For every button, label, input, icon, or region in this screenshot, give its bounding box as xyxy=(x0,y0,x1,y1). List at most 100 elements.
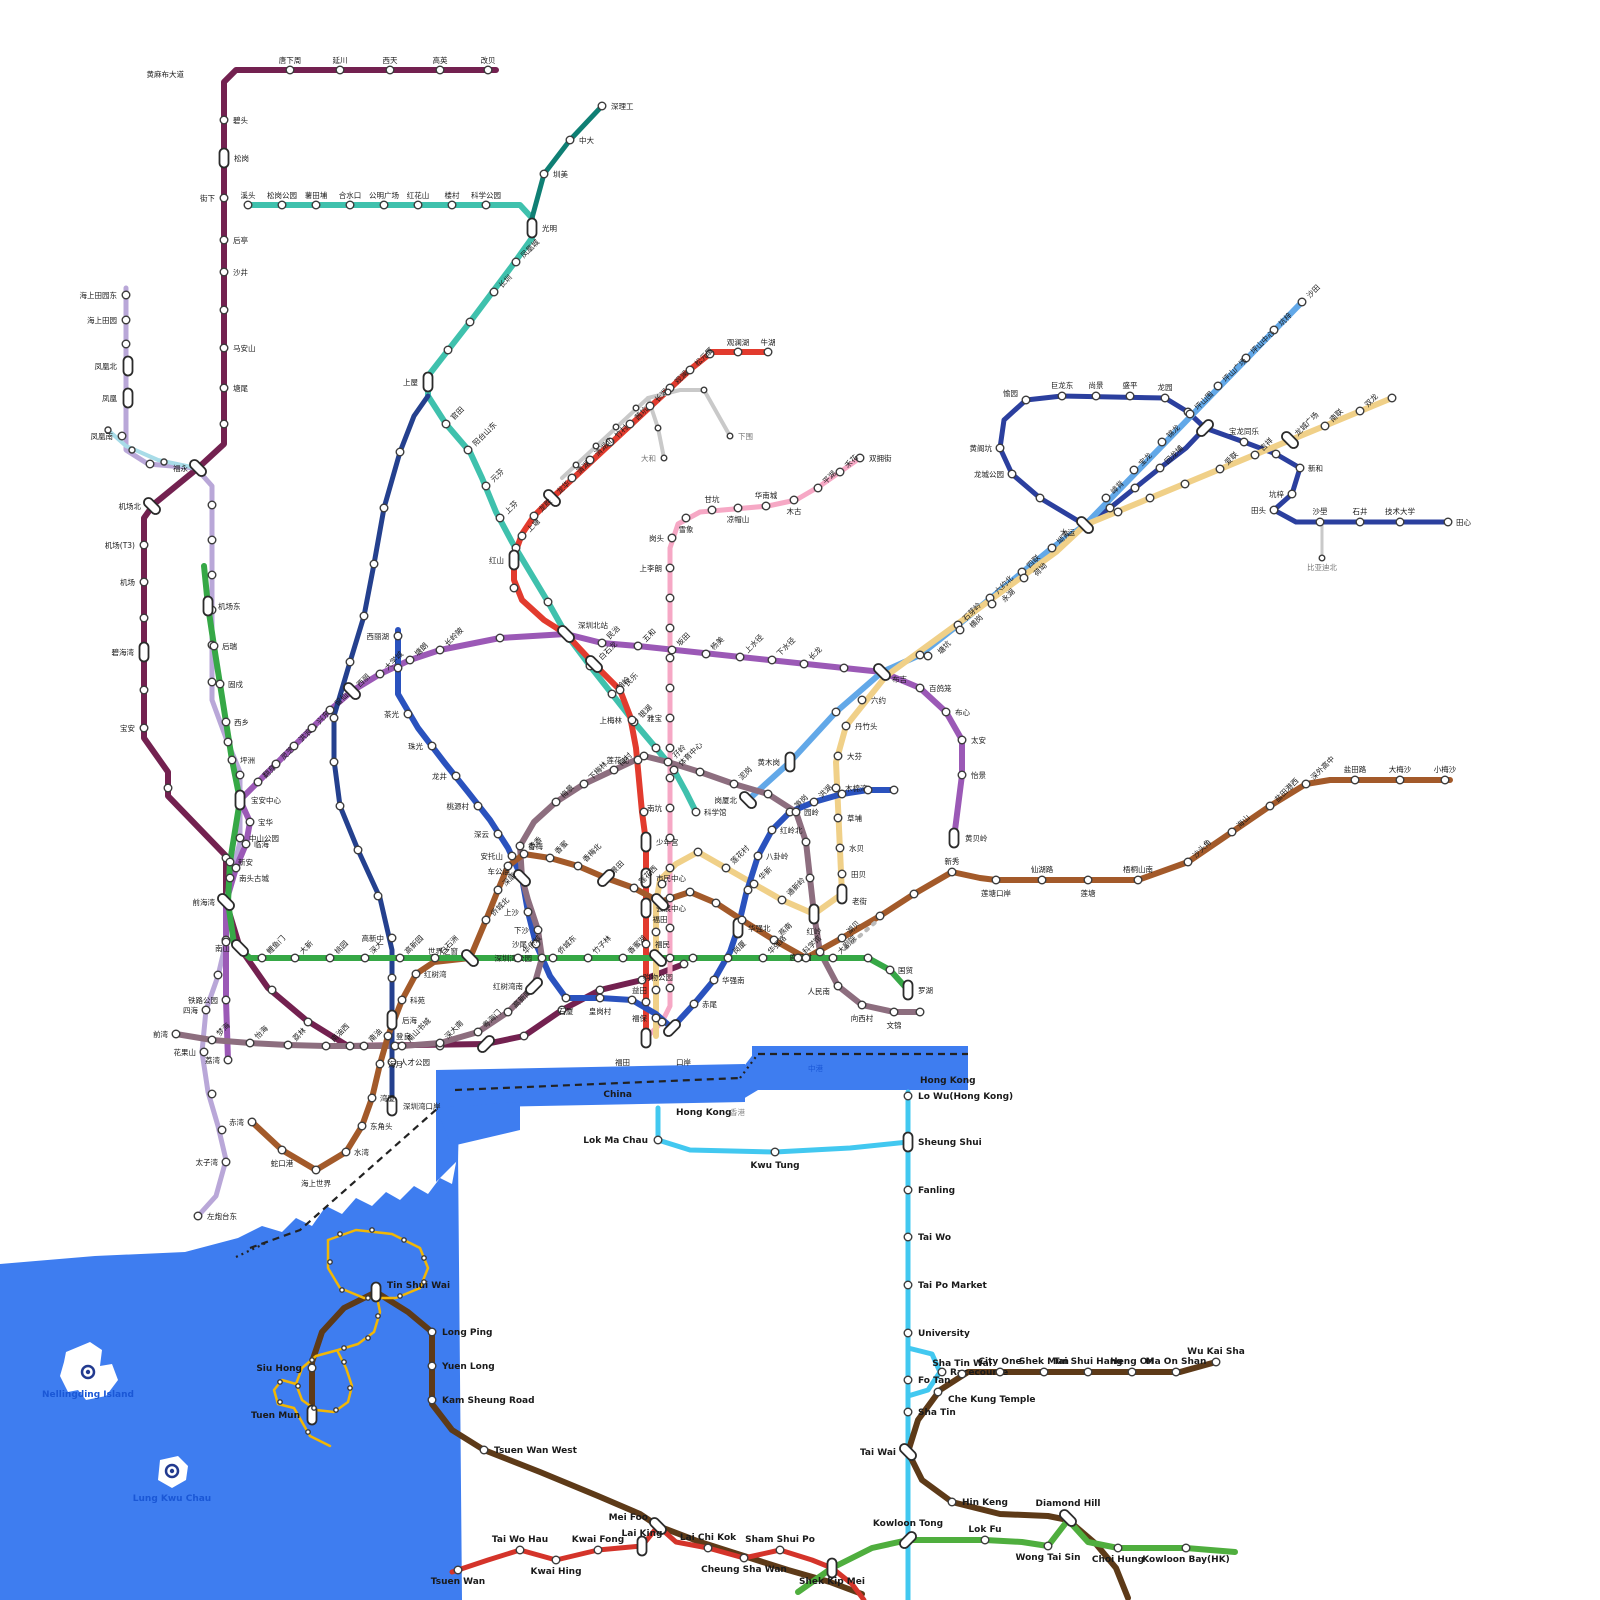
station-label: 石井 xyxy=(1353,506,1369,516)
station-西乡 xyxy=(221,717,231,727)
station-label: 塘尾 xyxy=(233,383,248,393)
station-label: 福保 xyxy=(632,1014,647,1023)
station-坪山中心 xyxy=(1241,353,1251,363)
station-label: 唐下周 xyxy=(279,55,302,65)
station-大芬 xyxy=(833,751,843,761)
station-龙胜 xyxy=(529,511,539,521)
station-label: 百鸽笼 xyxy=(929,683,952,693)
interchange-station-深圳湾口岸 xyxy=(386,1095,398,1117)
station xyxy=(639,751,649,761)
station-label: 龙井 xyxy=(432,771,447,781)
interchange-station-福永 xyxy=(189,459,207,477)
station-label: Sham Shui Po xyxy=(745,1535,815,1545)
station-label: 公明广场 xyxy=(369,190,399,200)
station xyxy=(695,767,705,777)
station-官田 xyxy=(441,419,451,429)
station xyxy=(1113,507,1123,517)
station-泥岗 xyxy=(729,779,739,789)
station-下围 xyxy=(726,432,734,440)
station xyxy=(397,1293,403,1299)
station-回龙埔 xyxy=(1155,463,1165,473)
station-label: 鲤鱼门 xyxy=(264,933,287,956)
station-园岭 xyxy=(791,807,801,817)
station-label: 市民中心 xyxy=(656,873,686,883)
station-label: Kowloon Tong xyxy=(873,1519,943,1529)
station-Tai Wo Hau xyxy=(515,1545,525,1555)
station-label: 碧头 xyxy=(233,115,248,125)
metro-line-6b xyxy=(529,103,605,221)
station xyxy=(337,1231,343,1237)
station-label: 太安 xyxy=(971,735,986,745)
station xyxy=(1271,449,1281,459)
interchange-station-机场北 xyxy=(143,497,161,515)
station-龙城公园 xyxy=(1007,469,1017,479)
station-延川 xyxy=(335,65,345,75)
station-label: 红岭北 xyxy=(780,825,803,835)
station-label: 怡景 xyxy=(971,770,986,780)
station-海山 xyxy=(1227,827,1237,837)
station xyxy=(213,970,223,980)
station-永湖 xyxy=(987,599,997,609)
station-label: 盐田路 xyxy=(1344,764,1367,774)
station-西天 xyxy=(385,65,395,75)
station-label: 高英 xyxy=(433,55,448,65)
station xyxy=(839,663,849,673)
station xyxy=(327,1259,333,1265)
station-label: 坑梓 xyxy=(1269,489,1285,499)
station-label: Tsuen Wan xyxy=(431,1577,485,1587)
station-label: 新安 xyxy=(238,857,253,867)
station-label: Tuen Mun xyxy=(251,1411,300,1421)
station-嶂背 xyxy=(1101,493,1111,503)
station-科学馆 xyxy=(793,953,803,963)
station xyxy=(139,613,149,623)
station xyxy=(915,650,925,660)
station xyxy=(665,923,675,933)
station-label: 福民 xyxy=(655,940,670,949)
interchange-station-上屋 xyxy=(422,371,434,393)
interchange-station-Tin Shui Wai xyxy=(370,1281,382,1303)
station xyxy=(831,707,841,717)
interchange-station-罗湖 xyxy=(902,979,914,1001)
station xyxy=(145,459,155,469)
station-label: 沙壆 xyxy=(1313,506,1329,516)
station-label: 石厦 xyxy=(559,1007,574,1016)
metro-line-dash1 xyxy=(844,918,880,950)
station-茜坑 xyxy=(625,419,635,429)
station-凤凰南 xyxy=(117,431,127,441)
station-福保 xyxy=(651,1013,661,1023)
station xyxy=(763,789,773,799)
station-label: 固戍 xyxy=(228,679,243,689)
station-坪洲 xyxy=(227,755,237,765)
station xyxy=(693,847,703,857)
interchange-station-光明 xyxy=(526,217,538,239)
station xyxy=(341,1359,347,1365)
station-荔林 xyxy=(283,1040,293,1050)
station-Kam Sheung Road xyxy=(427,1395,437,1405)
station-label: 莲花村 xyxy=(728,843,751,866)
station-label: Hin Keng xyxy=(962,1498,1008,1508)
station-label: 技术大学 xyxy=(1385,506,1415,516)
station-label: 宝安中心 xyxy=(251,795,281,805)
interchange-station-Mei Foo xyxy=(649,1517,667,1535)
station-华侨城 xyxy=(513,953,523,963)
station-label: 西丽湖 xyxy=(367,632,390,641)
interchange-station-红树湾南 xyxy=(525,977,543,995)
station-大新 xyxy=(290,953,300,963)
station-草埔 xyxy=(833,813,843,823)
station xyxy=(639,807,649,817)
station-松岗公园 xyxy=(277,200,287,210)
station-后亭 xyxy=(219,235,229,245)
station-上塘 xyxy=(517,531,527,541)
station xyxy=(875,911,885,921)
station xyxy=(309,1357,315,1363)
station-label: 盛平 xyxy=(1123,380,1139,390)
station-公明广场 xyxy=(379,200,389,210)
station-水湾 xyxy=(341,1147,351,1157)
interchange-station-红岭 xyxy=(808,903,820,925)
station-坑梓 xyxy=(1269,325,1279,335)
interchange-station xyxy=(640,1027,652,1049)
station-label: Kwu Tung xyxy=(750,1161,799,1171)
station xyxy=(365,1295,371,1301)
interchange-station-布吉 xyxy=(873,663,891,681)
interchange-station-凤凰北 xyxy=(122,355,134,377)
